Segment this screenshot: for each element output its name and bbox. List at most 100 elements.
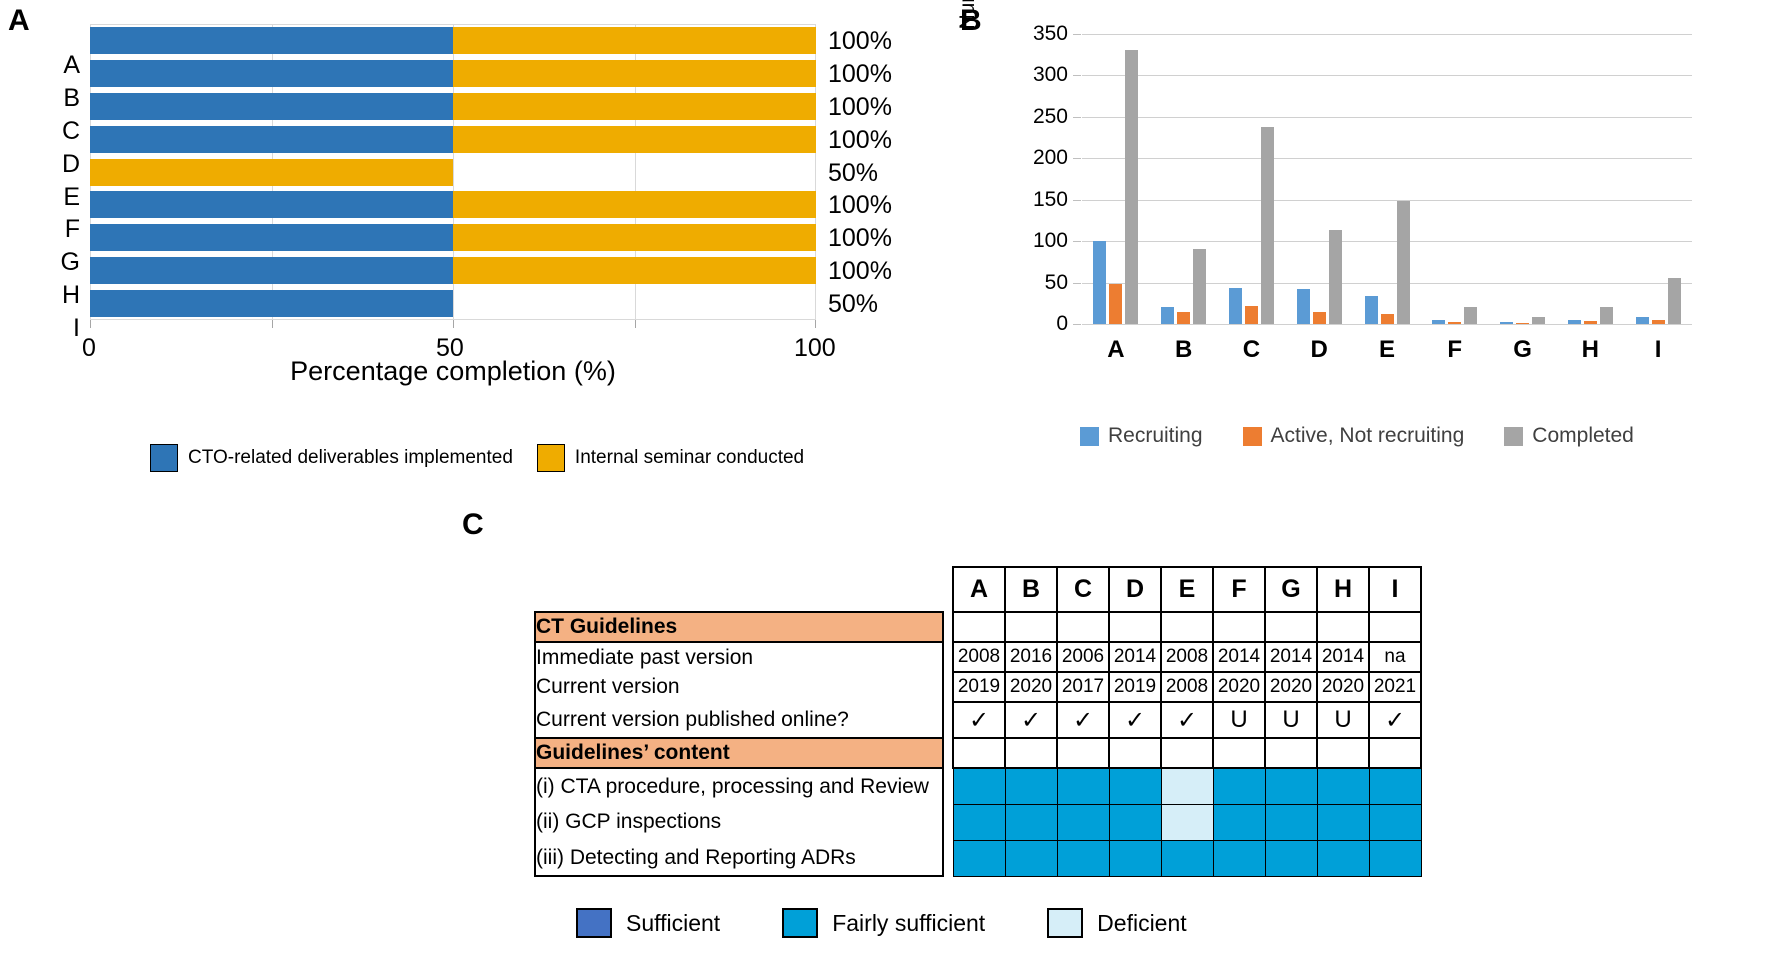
panel-c-column-header: F [1212, 566, 1266, 613]
panel-c-data-cell: U [1264, 701, 1318, 739]
legend-label-deficient: Deficient [1097, 909, 1187, 936]
panel-c-legend: Sufficient Fairly sufficient Deficient [576, 908, 1187, 938]
panel-b-x-tick-label: A [1107, 336, 1125, 363]
panel-c-column-header: I [1368, 566, 1422, 613]
legend-item-completed: Completed [1504, 424, 1634, 448]
panel-c-status-cell [1316, 803, 1370, 841]
panel-b-bar [1599, 307, 1613, 324]
panel-c-status-cell [1368, 767, 1422, 805]
panel-b-x-tick-label: G [1513, 336, 1532, 363]
panel-b-bar [1364, 295, 1378, 324]
legend-item-active-not-recruiting: Active, Not recruiting [1242, 424, 1464, 448]
panel-b-y-tick-mark [1073, 116, 1081, 118]
panel-b-y-tick-mark [1073, 241, 1081, 243]
panel-c-data-cell [1368, 611, 1422, 643]
table-row: (iii) Detecting and Reporting ADRs [534, 839, 1422, 877]
panel-c-data-cell: 2019 [1108, 671, 1162, 703]
panel-c-data-cell [1056, 737, 1110, 769]
legend-label-sufficient: Sufficient [626, 909, 721, 936]
panel-a-category-label: F [64, 215, 80, 244]
panel-c-data-cell [1264, 611, 1318, 643]
panel-a-bar-segment [90, 125, 453, 153]
panel-a-bar-segment [90, 26, 453, 54]
panel-c-status-cell [1160, 803, 1214, 841]
panel-a-bar-segment [90, 224, 453, 252]
panel-a-bar [90, 290, 816, 318]
panel-c-header-spacer [535, 567, 943, 612]
panel-b-y-tick-label: 150 [1032, 187, 1068, 211]
panel-c-gap [943, 768, 953, 804]
panel-a-bar-segment [453, 257, 816, 285]
legend-item-recruiting: Recruiting [1080, 424, 1203, 448]
panel-b-y-tick-label: 200 [1032, 146, 1068, 170]
panel-b-x-tick-label: D [1310, 336, 1328, 363]
panel-b-y-tick-mark [1073, 282, 1081, 284]
panel-a-xtick-50: 50 [436, 334, 464, 362]
panel-a-bar-segment [90, 290, 453, 318]
panel-c-status-cell [952, 839, 1006, 877]
panel-a-category-label: H [61, 281, 80, 310]
panel-c-gap [943, 642, 953, 672]
panel-c-status-cell [1056, 767, 1110, 805]
panel-a-xtick-0: 0 [82, 334, 96, 362]
panel-b-x-tick-label: C [1242, 336, 1261, 363]
legend-swatch-gold [536, 444, 565, 472]
panel-a-bar-segment [90, 59, 453, 87]
panel-c-data-cell: 2020 [1264, 671, 1318, 703]
panel-c-data-cell [1316, 611, 1370, 643]
panel-a-value-label: 100% [828, 125, 892, 154]
panel-b-letter: B [960, 4, 982, 37]
table-row: CT Guidelines [534, 611, 1422, 643]
panel-c-status-cell [1056, 803, 1110, 841]
panel-c-data-cell: 2014 [1316, 641, 1370, 673]
panel-c-section-label: CT Guidelines [534, 611, 944, 643]
panel-c-status-cell [1264, 839, 1318, 877]
panel-c-data-cell [1264, 737, 1318, 769]
panel-b-y-tick-label: 0 [1056, 312, 1068, 335]
panel-a-category-label: G [60, 248, 80, 277]
panel-a-bar-segment [453, 92, 816, 120]
panel-b-bar [1109, 284, 1123, 324]
panel-c-gap [943, 612, 953, 642]
panel-b-bar [1296, 289, 1310, 324]
panel-c-data-cell: 2014 [1264, 641, 1318, 673]
panel-c-data-cell [1004, 611, 1058, 643]
panel-c-column-header: H [1316, 566, 1370, 613]
panel-c-gap [943, 738, 953, 768]
panel-b-gridline [1082, 324, 1692, 325]
panel-a-bar-segment [453, 26, 816, 54]
legend-label-cto-deliverables: CTO-related deliverables implemented [188, 447, 513, 468]
legend-item-deficient: Deficient [1047, 908, 1187, 938]
panel-a-bar [90, 224, 816, 252]
panel-c-row-label: (i) CTA procedure, processing and Review [534, 768, 944, 804]
legend-swatch-active [1242, 426, 1262, 446]
panel-c-data-cell: 2020 [1004, 671, 1058, 703]
panel-a-value-label: 100% [828, 92, 892, 121]
panel-c-data-cell: ✓ [1160, 701, 1214, 739]
panel-c-status-cell [1108, 767, 1162, 805]
panel-a-value-label: 50% [828, 158, 879, 187]
panel-c-data-cell [1004, 737, 1058, 769]
panel-b-y-tick-mark [1073, 75, 1081, 77]
panel-c-data-cell [1316, 737, 1370, 769]
panel-c-column-header: A [952, 566, 1006, 613]
panel-b-bar [1380, 314, 1394, 324]
panel-b-gridline [1082, 34, 1692, 35]
panel-c-data-cell: ✓ [1108, 701, 1162, 739]
panel-c-data-cell: 2020 [1212, 671, 1266, 703]
panel-a-bar [90, 59, 816, 87]
panel-c-gap [943, 804, 953, 840]
panel-c-data-cell: 2014 [1108, 641, 1162, 673]
panel-c-gap [943, 672, 953, 702]
panel-b-bar [1193, 249, 1207, 324]
panel-c-data-cell [952, 611, 1006, 643]
panel-b-y-tick-mark [1073, 199, 1081, 201]
panel-b-x-tick-label: B [1174, 336, 1193, 363]
panel-c-data-cell: 2008 [952, 641, 1006, 673]
panel-a-category-label: E [63, 182, 80, 211]
panel-a-category-label: B [63, 83, 80, 112]
